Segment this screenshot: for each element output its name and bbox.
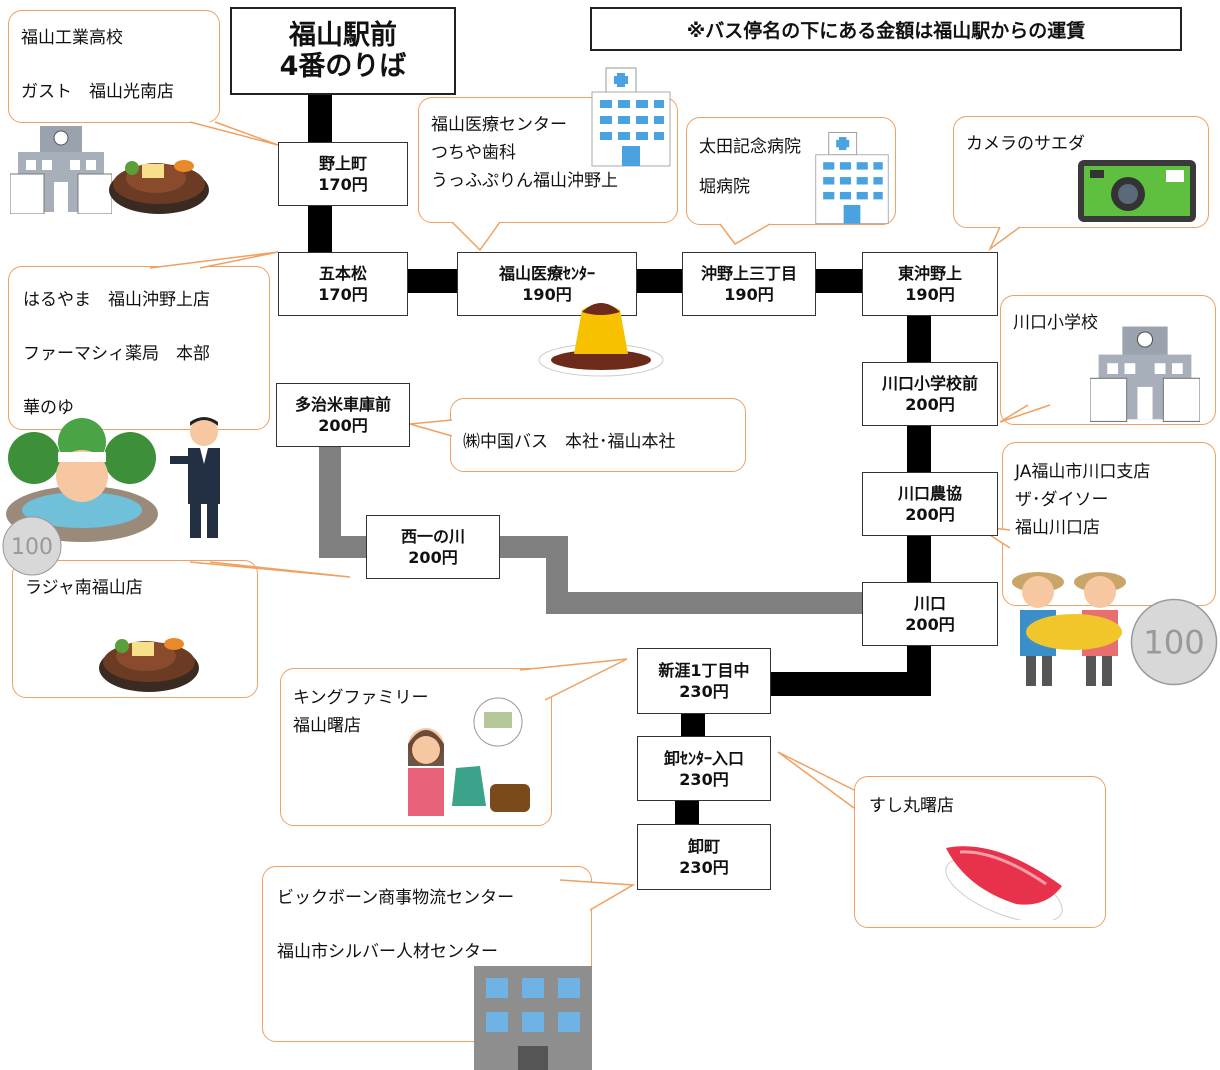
stop-fare: 170円	[318, 175, 368, 194]
callout-line: 福山工業高校	[21, 28, 123, 48]
shopper-icon	[408, 697, 530, 816]
callout-line: カメラのサエダ	[966, 134, 1085, 154]
callout-tajime: ㈱中国バス 本社･福山本社	[450, 398, 746, 472]
callout-line: つちや歯科	[431, 143, 516, 163]
stop-gohonmatsu: 五本松 170円	[278, 252, 408, 316]
stop-name: 五本松	[318, 264, 367, 283]
stop-higashiokinogami: 東沖野上 190円	[862, 252, 998, 316]
stop-name: 卸町	[687, 837, 720, 856]
stop-fare: 230円	[679, 769, 729, 789]
callout-line: 華のゆ	[23, 398, 74, 418]
stop-name: 新涯1丁目中	[658, 661, 750, 680]
stop-name: 沖野上三丁目	[700, 264, 797, 283]
callout-line: ラジャ南福山店	[25, 578, 143, 598]
callout-line: キングファミリー	[293, 688, 429, 708]
callout-line: 福山曙店	[293, 716, 361, 736]
callout-line: ザ･ダイソー	[1015, 490, 1109, 510]
callout-line: 堀病院	[699, 177, 750, 197]
steak-icon	[109, 160, 209, 214]
stop-kawaguchi-school: 川口小学校前 200円	[862, 362, 998, 426]
steak-icon	[99, 638, 199, 692]
stop-name: 東沖野上	[897, 264, 962, 283]
origin-stop-box: 福山駅前 4番のりば	[230, 7, 456, 95]
hospital-icon	[815, 131, 889, 225]
svg-text:100: 100	[1143, 624, 1205, 662]
stop-name: 多治米車庫前	[294, 395, 391, 414]
stop-fare: 200円	[905, 395, 955, 414]
coin-100-icon: 100	[1130, 598, 1218, 686]
stop-tajime-garage: 多治米車庫前 200円	[276, 383, 410, 447]
origin-name: 福山駅前	[289, 20, 397, 51]
coin-100-icon: 100	[2, 516, 62, 576]
stop-kawaguchi-nokyo: 川口農協 200円	[862, 472, 998, 536]
callout-line: 福山市シルバー人材センター	[277, 942, 498, 962]
stop-name: 野上町	[318, 154, 367, 173]
origin-platform: 4番のりば	[279, 51, 407, 82]
stop-name: 西一の川	[400, 527, 465, 546]
callout-line: JA福山市川口支店	[1015, 462, 1151, 482]
stop-fare: 200円	[905, 505, 955, 524]
stop-shingai1: 新涯1丁目中 230円	[637, 648, 771, 714]
stop-name: 卸ｾﾝﾀｰ入口	[663, 748, 744, 768]
sushi-icon	[945, 846, 1063, 920]
stop-fare: 190円	[522, 285, 572, 304]
svg-text:100: 100	[11, 535, 53, 560]
callout-line: ㈱中国バス 本社･福山本社	[463, 432, 676, 452]
stop-fare: 170円	[318, 285, 368, 304]
callout-nokamicho: 福山工業高校 ガスト 福山光南店	[8, 10, 220, 123]
stop-kawaguchi: 川口 200円	[862, 582, 998, 646]
stop-nokamicho: 野上町 170円	[278, 142, 408, 206]
stop-fare: 200円	[408, 548, 458, 567]
stop-fare: 190円	[905, 285, 955, 304]
stop-name: 福山医療ｾﾝﾀｰ	[498, 264, 595, 283]
main-route-line	[308, 95, 931, 824]
callout-line: すし丸曙店	[869, 796, 954, 816]
stop-fare: 200円	[905, 615, 955, 634]
office-building-icon	[474, 966, 592, 1070]
callout-line: ビックボーン商事物流センター	[277, 888, 515, 908]
callout-line: 福山医療センター	[431, 115, 567, 135]
stop-oroshimachi: 卸町 230円	[637, 824, 771, 890]
camera-icon	[1078, 160, 1196, 222]
callout-line: うっふぷりん福山沖野上	[431, 171, 618, 191]
stop-fare: 230円	[679, 682, 729, 701]
stop-fare: 190円	[724, 285, 774, 304]
stop-oroshi-center: 卸ｾﾝﾀｰ入口 230円	[637, 736, 771, 801]
callout-nishiichi: ラジャ南福山店	[12, 560, 258, 698]
pudding-icon	[538, 303, 664, 377]
hospital-icon	[591, 67, 671, 167]
callout-line: 川口小学校	[1013, 313, 1098, 333]
fare-note: ※バス停名の下にある金額は福山駅からの運賃	[590, 7, 1182, 51]
callout-line: はるやま 福山沖野上店	[23, 290, 210, 310]
stop-name: 川口	[913, 594, 946, 613]
stop-okinogami3: 沖野上三丁目 190円	[682, 252, 816, 316]
stop-name: 川口農協	[897, 484, 962, 503]
callout-line: 太田記念病院	[699, 137, 801, 157]
stop-fare: 230円	[679, 858, 729, 877]
farmers-icon	[1012, 572, 1126, 686]
stop-nishiichinokawa: 西一の川 200円	[366, 515, 500, 579]
callout-line: 福山川口店	[1015, 518, 1100, 538]
callout-line: ガスト 福山光南店	[21, 82, 174, 102]
branch-route-line	[319, 447, 862, 614]
school-icon	[10, 126, 112, 214]
callout-line: ファーマシィ薬局 本部	[23, 344, 210, 364]
businessman-icon	[170, 417, 220, 538]
stop-name: 川口小学校前	[881, 374, 978, 393]
stop-fare: 200円	[318, 416, 368, 435]
school-icon	[1090, 326, 1200, 422]
callout-gohonmatsu: はるやま 福山沖野上店 ファーマシィ薬局 本部 華のゆ	[8, 266, 270, 430]
